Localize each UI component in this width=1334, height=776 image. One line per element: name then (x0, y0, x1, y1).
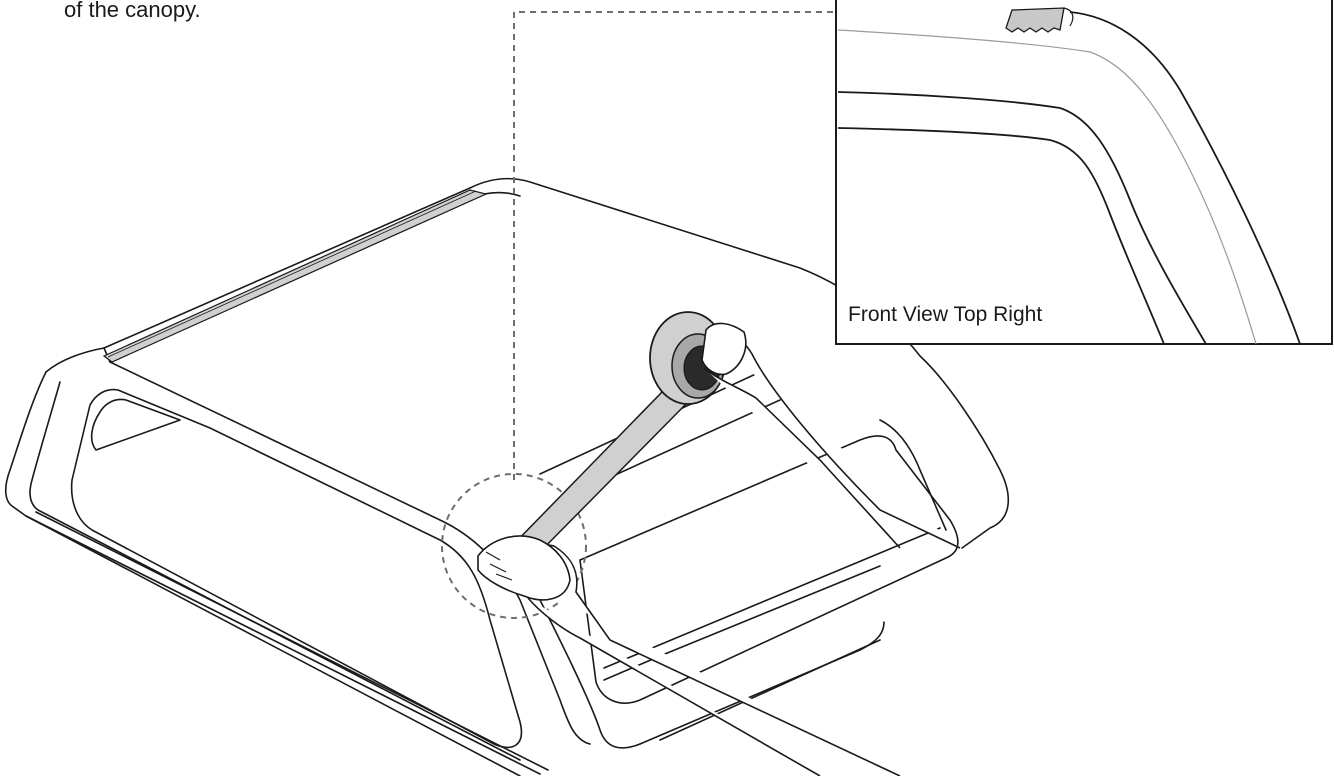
instruction-caption: of the canopy. (64, 0, 201, 22)
inset-label: Front View Top Right (848, 303, 1043, 326)
inset-window-frame (837, 91, 1207, 345)
canopy-rear-bottom-2 (659, 639, 881, 741)
hand-icon (701, 322, 747, 376)
callout-line (513, 11, 836, 480)
canopy-left-window (70, 388, 523, 749)
upper-arm (703, 330, 961, 549)
canopy-rear-edge (109, 361, 591, 745)
canopy-right-post (879, 419, 947, 531)
tape-application (477, 311, 961, 776)
lower-hand-fingers (485, 551, 513, 581)
canopy-bottom-rail (25, 515, 541, 775)
roof-rail-strip (102, 189, 488, 363)
inset-tape-piece (1005, 7, 1065, 33)
canopy-left-side (4, 371, 521, 776)
lower-hand (477, 535, 571, 601)
canopy-rear-curve (539, 599, 641, 749)
tape-strip (506, 389, 688, 563)
canopy-left-window-inner (90, 398, 181, 451)
canopy-rear-window-lower (603, 565, 881, 681)
inset-drip-line (837, 29, 1257, 345)
callout-circle (441, 473, 587, 619)
inset-window-glass (837, 127, 1165, 345)
tape-roll-icon (649, 311, 727, 405)
canopy-rear-bottom (639, 621, 885, 745)
inset-tape-end (1063, 7, 1074, 27)
canopy-left-inner (29, 381, 521, 761)
canopy-rear-window-frame (603, 527, 941, 669)
inset-roof-curve (1069, 11, 1301, 345)
inset-front-view (835, 0, 1333, 345)
canopy-bottom-rail-2 (35, 511, 549, 771)
canopy-rear-window (579, 435, 959, 704)
callout-leader (441, 11, 836, 619)
inset-frame (835, 0, 1333, 345)
